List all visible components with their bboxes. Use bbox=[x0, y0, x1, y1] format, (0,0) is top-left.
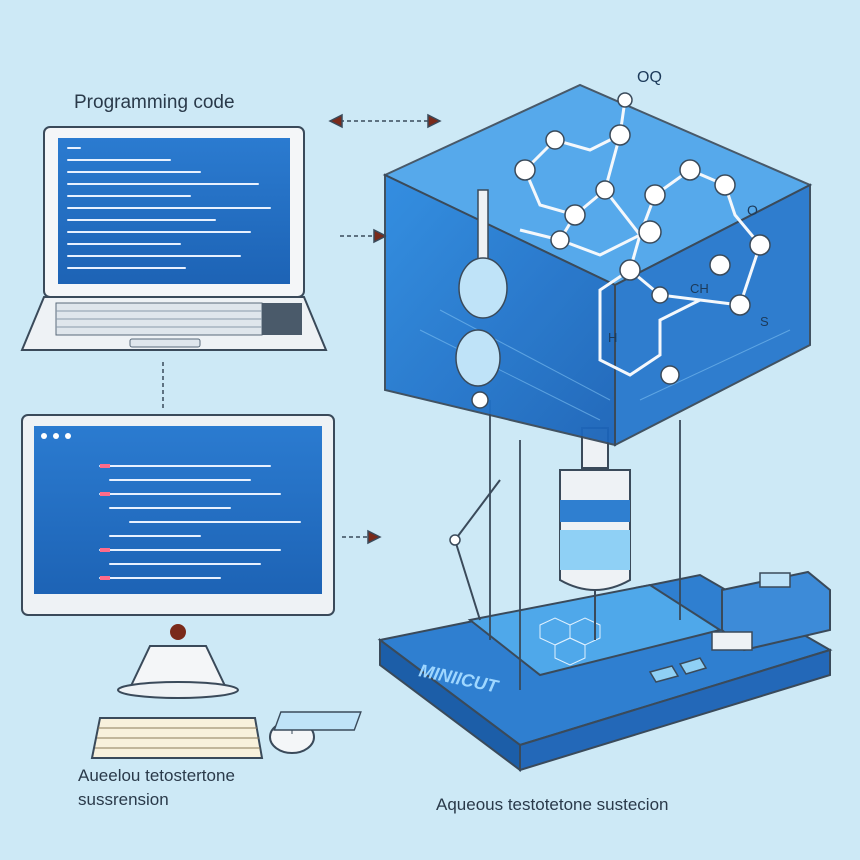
left-caption-line1: Aueelou tetostertone bbox=[78, 766, 235, 785]
left-caption-line2: sussrension bbox=[78, 790, 169, 809]
bottom-caption: Aqueous testotetone sustecion bbox=[436, 795, 669, 814]
atom-label-ch: CH bbox=[690, 281, 709, 296]
laptop-screen bbox=[58, 138, 290, 284]
monitor-screen bbox=[34, 426, 322, 594]
atom-label-h: H bbox=[608, 330, 617, 345]
programming-code-label: Programming code bbox=[74, 92, 235, 113]
atom-label-oq: OQ bbox=[637, 69, 662, 86]
desktop-keyboard bbox=[90, 717, 264, 759]
arrow-mid bbox=[340, 228, 388, 244]
atom-label-o: O bbox=[747, 202, 758, 218]
arrow-lower bbox=[342, 529, 382, 545]
laptop-code-lines bbox=[67, 147, 271, 269]
base-display bbox=[273, 711, 362, 731]
laptop bbox=[20, 126, 328, 351]
side-module bbox=[711, 570, 831, 652]
dispenser bbox=[559, 427, 631, 640]
atom-label-s: S bbox=[760, 314, 769, 329]
pipette bbox=[449, 479, 501, 621]
arrow-top bbox=[328, 113, 442, 129]
molecule-cube bbox=[382, 83, 813, 447]
monitor-code-lines bbox=[99, 465, 301, 579]
desktop-monitor bbox=[21, 414, 335, 699]
molecule-structure bbox=[455, 92, 771, 409]
